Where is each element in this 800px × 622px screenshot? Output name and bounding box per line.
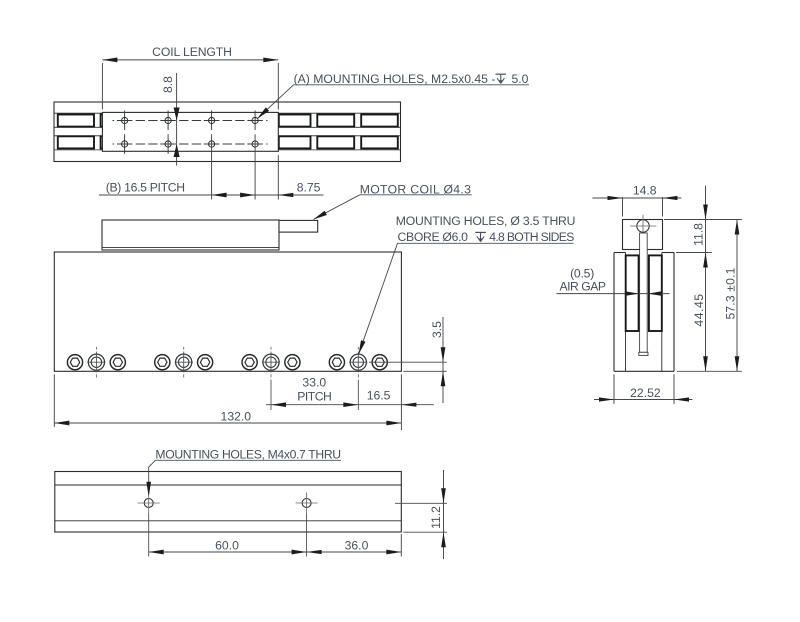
svg-text:(B) 16.5 PITCH: (B) 16.5 PITCH [106,181,185,195]
svg-text:8.8: 8.8 [161,76,175,93]
svg-text:16.5: 16.5 [367,388,391,402]
svg-text:33.0: 33.0 [302,375,326,389]
svg-text:11.2: 11.2 [429,506,443,529]
svg-text:MOUNTING HOLES, M4x0.7 THRU: MOUNTING HOLES, M4x0.7 THRU [155,447,340,461]
svg-text:11.8: 11.8 [691,223,705,246]
svg-text:8.75: 8.75 [297,181,321,195]
svg-text:(0.5): (0.5) [570,267,594,281]
svg-text:22.52: 22.52 [630,386,661,400]
svg-text:COIL LENGTH: COIL LENGTH [152,45,232,59]
svg-text:MOTOR COIL Ø4.3: MOTOR COIL Ø4.3 [360,182,472,196]
svg-text:60.0: 60.0 [215,538,239,552]
svg-text:14.8: 14.8 [633,184,657,198]
svg-text:57.3 ±0.1: 57.3 ±0.1 [724,267,738,319]
svg-text:(A) MOUNTING HOLES, M2.5x0.45: (A) MOUNTING HOLES, M2.5x0.45 - [294,72,496,86]
svg-text:44.45: 44.45 [692,293,706,326]
svg-text:MOUNTING HOLES, Ø 3.5 THRU: MOUNTING HOLES, Ø 3.5 THRU [396,214,575,228]
svg-text:AIR GAP: AIR GAP [560,279,606,293]
svg-text:36.0: 36.0 [345,538,369,552]
svg-text:3.5: 3.5 [430,321,444,338]
svg-text:PITCH: PITCH [297,390,331,404]
svg-text:CBORE Ø6.0: CBORE Ø6.0 [398,230,469,244]
svg-text:4.8 BOTH SIDES: 4.8 BOTH SIDES [489,230,574,244]
svg-text:5.0: 5.0 [512,72,529,86]
svg-text:132.0: 132.0 [221,409,252,423]
